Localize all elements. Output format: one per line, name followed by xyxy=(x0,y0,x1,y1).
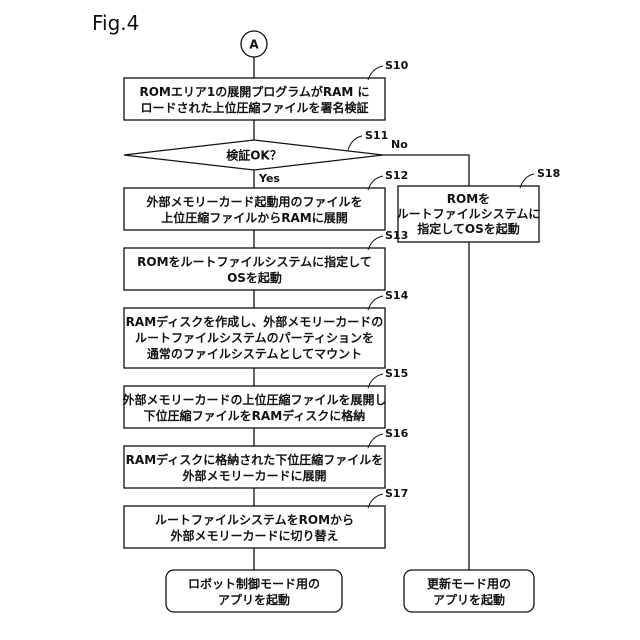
node-s16-line-2: 外部メモリーカードに展開 xyxy=(182,468,326,483)
node-s13-line-1: ROMをルートファイルシステムに指定して xyxy=(137,254,372,269)
node-end-right-line-2: アプリを起動 xyxy=(433,592,505,607)
step-label-s10: S10 xyxy=(385,59,409,72)
step-label-s15: S15 xyxy=(385,367,408,380)
step-label-s12: S12 xyxy=(385,169,408,182)
step-label-s13: S13 xyxy=(385,229,408,242)
node-end-left-line-1: ロボット制御モード用の xyxy=(188,576,320,591)
node-s18-line-1: ROMを xyxy=(447,192,490,206)
figure-title: Fig.4 xyxy=(92,11,139,35)
node-s15: 外部メモリーカードの上位圧縮ファイルを展開し 下位圧縮ファイルをRAMディスクに… xyxy=(122,386,386,428)
node-s12-line-2: 上位圧縮ファイルからRAMに展開 xyxy=(161,210,347,225)
node-s14: RAMディスクを作成し、外部メモリーカードの ルートファイルシステムのパーティシ… xyxy=(124,308,385,368)
connector-a: A xyxy=(241,31,267,57)
node-s18-line-2: ルートファイルシステムに xyxy=(397,207,541,221)
connector-label: A xyxy=(249,38,259,52)
node-s13-line-2: OSを起動 xyxy=(227,270,282,285)
node-s14-line-2: ルートファイルシステムのパーティションを xyxy=(135,331,374,345)
node-s12: 外部メモリーカード起動用のファイルを 上位圧縮ファイルからRAMに展開 xyxy=(124,188,385,230)
step-label-s11: S11 xyxy=(365,129,388,142)
node-s11-line-1: 検証OK？ xyxy=(226,148,282,163)
node-s15-line-2: 下位圧縮ファイルをRAMディスクに格納 xyxy=(144,408,366,423)
node-s16: RAMディスクに格納された下位圧縮ファイルを 外部メモリーカードに展開 xyxy=(124,446,385,488)
node-s13: ROMをルートファイルシステムに指定して OSを起動 xyxy=(124,248,385,290)
node-end-right-line-1: 更新モード用の xyxy=(427,576,511,591)
step-label-s16: S16 xyxy=(385,427,409,440)
node-s15-line-1: 外部メモリーカードの上位圧縮ファイルを展開し xyxy=(122,392,386,407)
node-s17-line-2: 外部メモリーカードに切り替え xyxy=(170,528,338,543)
edge-label-no: No xyxy=(391,138,408,151)
node-s16-line-1: RAMディスクに格納された下位圧縮ファイルを xyxy=(126,452,384,467)
node-s18: ROMを ルートファイルシステムに 指定してOSを起動 xyxy=(397,186,541,242)
node-s18-line-3: 指定してOSを起動 xyxy=(417,221,520,236)
node-s10: ROMエリア1の展開プログラムがRAM に ロードされた上位圧縮ファイルを署名検… xyxy=(124,78,385,120)
node-end-left-line-2: アプリを起動 xyxy=(218,592,290,607)
step-label-s18: S18 xyxy=(537,167,560,180)
node-end-left: ロボット制御モード用の アプリを起動 xyxy=(166,570,342,612)
node-s11-decision: 検証OK？ xyxy=(124,140,383,170)
step-label-s17: S17 xyxy=(385,487,408,500)
node-s10-line-1: ROMエリア1の展開プログラムがRAM に xyxy=(139,84,369,99)
node-s17-line-1: ルートファイルシステムをROMから xyxy=(155,513,354,527)
node-s17: ルートファイルシステムをROMから 外部メモリーカードに切り替え xyxy=(124,506,385,548)
step-label-s14: S14 xyxy=(385,289,409,302)
node-s14-line-3: 通常のファイルシステムとしてマウント xyxy=(147,346,362,361)
node-end-right: 更新モード用の アプリを起動 xyxy=(404,570,534,612)
node-s12-line-1: 外部メモリーカード起動用のファイルを xyxy=(146,194,362,209)
node-s10-line-2: ロードされた上位圧縮ファイルを署名検証 xyxy=(140,100,368,115)
edge-label-yes: Yes xyxy=(258,172,280,185)
node-s14-line-1: RAMディスクを作成し、外部メモリーカードの xyxy=(126,314,384,329)
